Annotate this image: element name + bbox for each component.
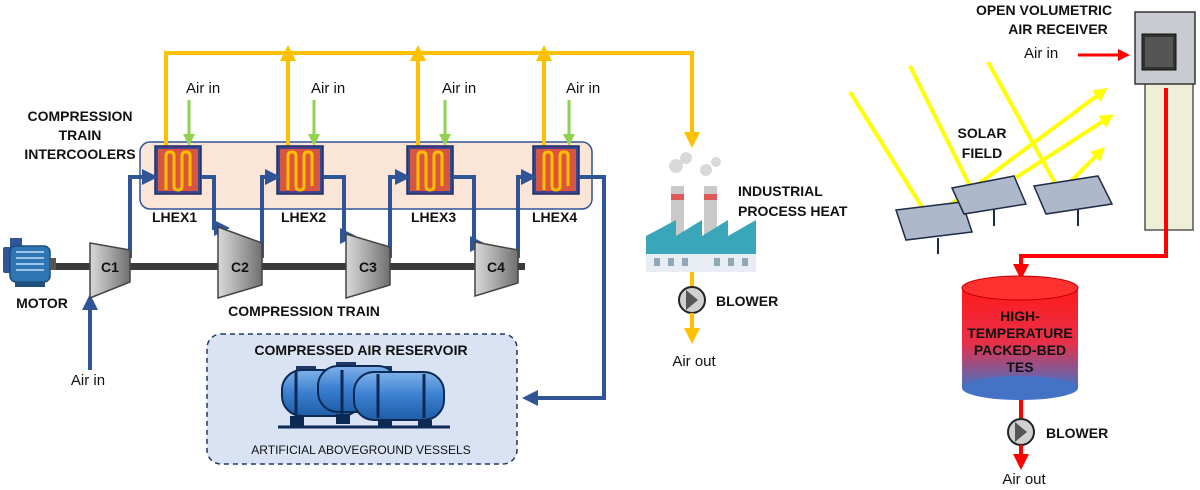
lhex2-label: LHEX2 (281, 209, 326, 225)
intercoolers-title-line-1: COMPRESSION (27, 108, 132, 124)
lhex1-label: LHEX1 (152, 209, 197, 225)
ambient-air-inlets: Air in Air in Air in Air in (183, 80, 600, 146)
c2-label: C2 (231, 259, 249, 275)
compressor-c4: C4 (474, 241, 519, 298)
tes-label-line-2: TEMPERATURE (967, 325, 1073, 341)
blower-icon-factory (678, 286, 706, 314)
air-in-label-1: Air in (186, 80, 220, 97)
lhex3-icon (406, 145, 454, 195)
heliostat-3 (1032, 175, 1114, 226)
compressors: C1 C2 C3 C4 (89, 225, 519, 300)
intercoolers-title-line-2: TRAIN (59, 127, 102, 143)
compressor-c2: C2 (217, 225, 263, 300)
heliostat-1 (894, 201, 974, 254)
air-in-label-receiver: Air in (1024, 45, 1058, 62)
air-in-label-3: Air in (442, 80, 476, 97)
lhex1-icon (154, 145, 202, 195)
receiver-label-line-1: OPEN VOLUMETRIC (976, 2, 1112, 18)
compressed-air-reservoir: COMPRESSED AIR RESERVOIR ARTIFICIAL ABOV… (206, 333, 518, 465)
storage-vessels-icon (278, 362, 450, 429)
c1-label: C1 (101, 259, 119, 275)
receiver-label-line-2: AIR RECEIVER (1008, 21, 1108, 37)
heliostats (894, 175, 1114, 254)
tes-label-line-3: PACKED-BED (974, 342, 1066, 358)
motor-label: MOTOR (16, 295, 68, 311)
blower-label-factory: BLOWER (716, 293, 778, 309)
factory-icon (646, 152, 756, 272)
reservoir-subtitle: ARTIFICIAL ABOVEGROUND VESSELS (251, 443, 470, 457)
reservoir-title: COMPRESSED AIR RESERVOIR (254, 342, 467, 358)
compressor-c3: C3 (345, 232, 391, 300)
receiver-tower (1134, 11, 1196, 231)
air-in-label-2: Air in (311, 80, 345, 97)
lhex4-label: LHEX4 (532, 209, 577, 225)
lhex2-icon (276, 145, 324, 195)
heliostat-2 (950, 175, 1028, 226)
air-out-label-tes: Air out (1002, 471, 1046, 488)
solar-field-line-1: SOLAR (958, 125, 1007, 141)
lhex4-icon (532, 145, 580, 195)
tes-tank: HIGH- TEMPERATURE PACKED-BED TES (961, 275, 1079, 400)
lhex3-label: LHEX3 (411, 209, 456, 225)
blower-icon-tes (1007, 418, 1035, 446)
c4-label: C4 (487, 259, 505, 275)
solar-field-line-2: FIELD (962, 145, 1002, 161)
heat-exchangers: LHEX1 LHEX2 LHEX3 LHEX4 (152, 145, 580, 225)
compression-train-label: COMPRESSION TRAIN (228, 303, 380, 319)
intercoolers-title-line-3: INTERCOOLERS (24, 146, 135, 162)
air-out-label-factory: Air out (672, 353, 716, 370)
compressor-c1: C1 (89, 242, 131, 300)
tes-label-line-1: HIGH- (1000, 308, 1040, 324)
industrial-process-heat-line-1: INDUSTRIAL (738, 183, 823, 199)
blower-label-tes: BLOWER (1046, 425, 1108, 441)
motor-icon (3, 238, 56, 287)
c3-label: C3 (359, 259, 377, 275)
hot-air-to-tes-line (1013, 88, 1168, 280)
industrial-process-heat-line-2: PROCESS HEAT (738, 203, 848, 219)
air-in-label-4: Air in (566, 80, 600, 97)
air-in-label-compressor: Air in (71, 372, 105, 389)
shaft (55, 263, 525, 270)
tes-label-line-4: TES (1006, 359, 1033, 375)
